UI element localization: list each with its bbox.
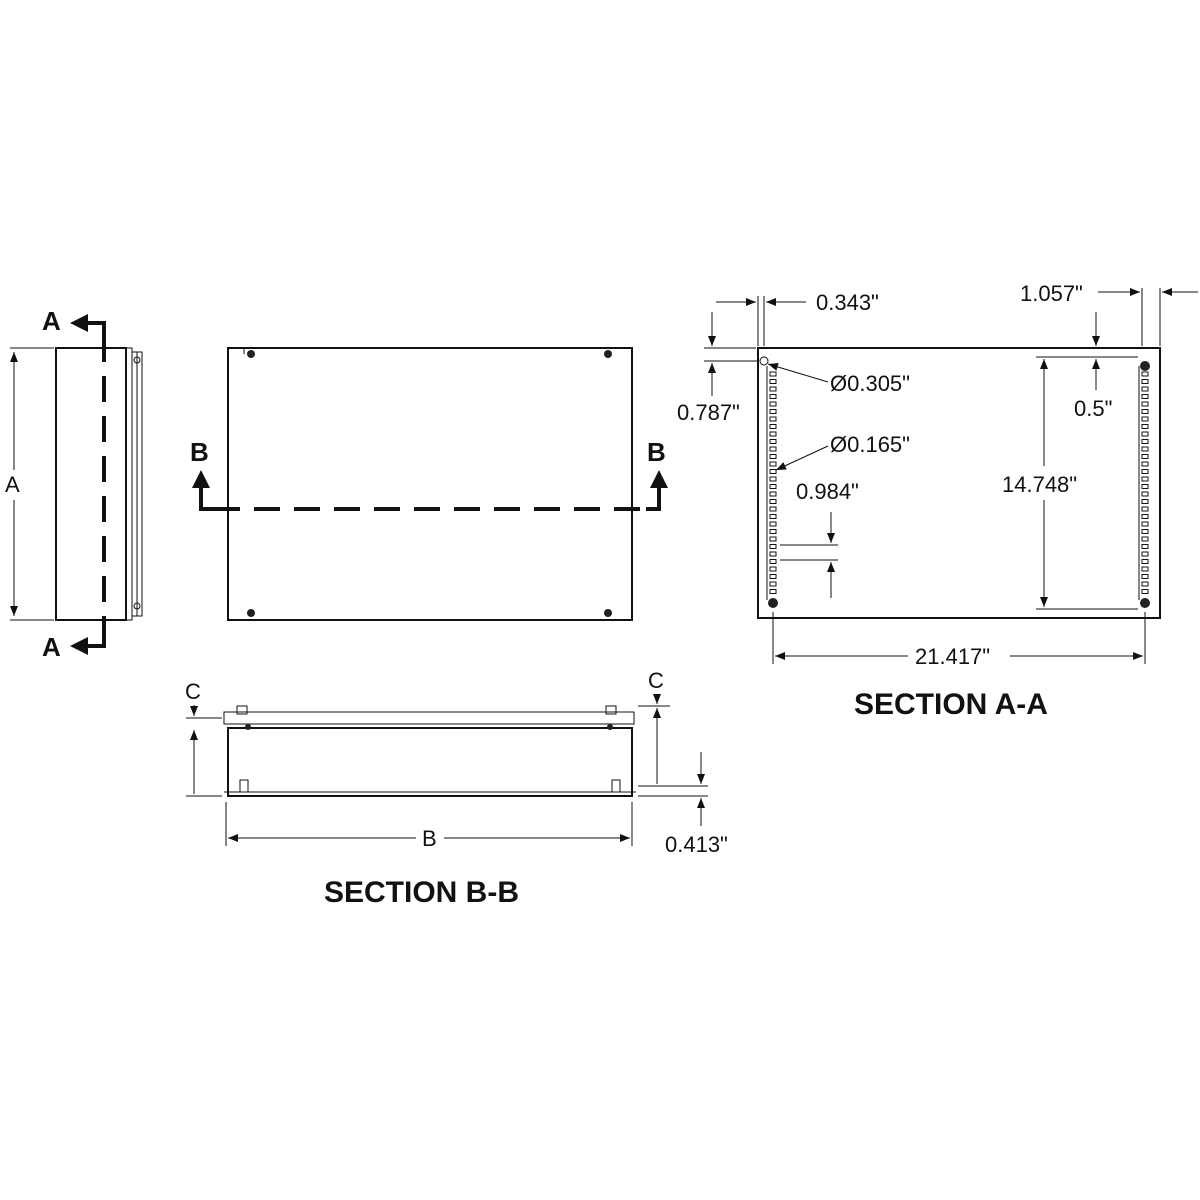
dim-left-offset-label: 0.343" xyxy=(816,290,879,315)
section-b-title: SECTION B-B xyxy=(324,876,519,909)
dim-top-offset-label: 0.787" xyxy=(677,400,740,425)
cut-arrow-icon xyxy=(70,314,88,332)
bracket-icon xyxy=(239,779,249,793)
side-view: A A A xyxy=(5,306,143,662)
large-hole-icon xyxy=(1140,598,1150,608)
dim-vertical-span-label: 14.748" xyxy=(1002,472,1077,497)
cut-arrow-icon xyxy=(192,470,210,488)
section-b-door xyxy=(223,711,635,725)
large-hole-icon xyxy=(768,598,778,608)
cut-label-a-bottom: A xyxy=(42,632,61,662)
cut-label-b-right: B xyxy=(647,437,666,467)
rail-slot xyxy=(769,371,777,594)
cut-label-a-top: A xyxy=(42,306,61,336)
section-b-view: C C 0.413" B SECTION B-B xyxy=(185,668,728,909)
front-view-panel xyxy=(227,347,633,621)
cut-arrow-icon xyxy=(70,637,88,655)
hinge-icon xyxy=(133,602,141,610)
cut-arrow-icon xyxy=(650,470,668,488)
side-view-body xyxy=(55,347,127,621)
dim-c-right-label: C xyxy=(648,668,664,693)
bracket-icon xyxy=(611,779,621,793)
dim-c-left-label: C xyxy=(185,679,201,704)
section-a-title: SECTION A-A xyxy=(854,688,1048,721)
mount-hole-icon xyxy=(247,350,255,358)
section-a-panel xyxy=(757,347,1161,619)
dim-horizontal-span-label: 21.417" xyxy=(915,644,990,669)
cut-label-b-left: B xyxy=(190,437,209,467)
large-hole-icon xyxy=(1140,361,1150,371)
mount-hole-icon xyxy=(604,350,612,358)
dim-b-label: B xyxy=(422,826,437,851)
mount-hole-icon xyxy=(247,609,255,617)
hinge-icon xyxy=(236,705,248,715)
hinge-icon xyxy=(133,356,141,364)
dim-right-offset-label: 1.057" xyxy=(1020,281,1083,306)
dim-large-hole-label: Ø0.305" xyxy=(830,371,910,396)
dim-hole-top-offset-label: 0.5" xyxy=(1074,396,1112,421)
dim-flange-label: 0.413" xyxy=(665,832,728,857)
dim-hole-pitch-label: 0.984" xyxy=(796,479,859,504)
mounting-rail-left xyxy=(766,366,777,600)
dim-small-hole-label: Ø0.165" xyxy=(830,432,910,457)
mount-hole-icon xyxy=(604,609,612,617)
hinge-icon xyxy=(605,705,617,715)
section-a-view: 0.343" 1.057" 0.787" Ø0.305" Ø0.165" 0.9… xyxy=(677,281,1198,721)
dim-a-label: A xyxy=(5,472,20,497)
front-view: B B xyxy=(190,347,668,621)
mounting-rail-right xyxy=(1138,366,1149,600)
section-b-body xyxy=(227,727,633,797)
small-hole-icon xyxy=(759,356,769,366)
rail-slot xyxy=(1141,371,1149,594)
